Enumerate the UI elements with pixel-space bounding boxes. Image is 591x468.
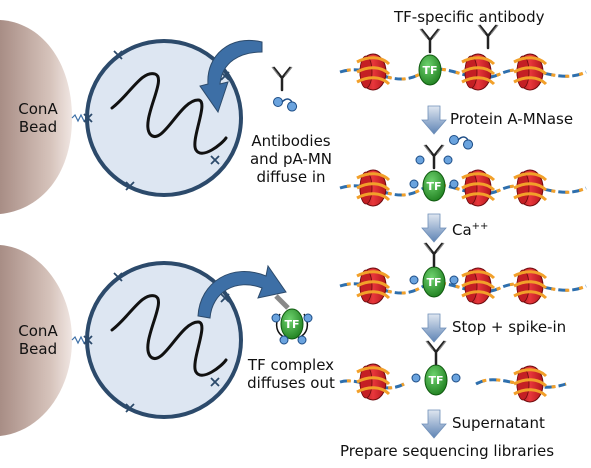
step-arrow-1 — [421, 105, 474, 150]
diffuse-out-line-1: TF complex — [247, 356, 335, 374]
antibody-label: TF-specific antibody — [394, 8, 545, 26]
step-label-2: Ca++ — [452, 221, 489, 239]
step-label-1: Protein A-MNase — [450, 110, 574, 128]
diffuse-out-line-2: diffuses out — [247, 374, 335, 392]
chromatin-bottom — [110, 294, 228, 377]
diffuse-in-line-3: diffuse in — [256, 168, 326, 186]
free-pamn-icon — [272, 96, 298, 112]
svg-text:TF: TF — [422, 64, 437, 77]
svg-text:TF: TF — [428, 374, 443, 387]
diffuse-out-arrow — [197, 264, 287, 319]
row-antibody: TF — [339, 23, 587, 92]
free-antibody-icon — [270, 65, 294, 92]
step-arrow-3 — [421, 313, 447, 343]
step-arrow-4 — [421, 409, 447, 439]
row-pamn: TF — [339, 143, 587, 208]
step-label-4: Supernatant — [452, 414, 545, 432]
released-tf-complex: TF — [271, 294, 313, 345]
bottom-panel: TF — [0, 245, 313, 436]
row-cleave: TF — [339, 241, 587, 306]
final-step-label: Prepare sequencing libraries — [340, 442, 555, 460]
diffuse-in-line-2: and pA-MN — [249, 150, 333, 168]
bead-label-top: ConA Bead — [18, 100, 58, 136]
row-released: TF — [339, 339, 567, 404]
diffuse-in-arrow — [199, 39, 263, 114]
svg-text:TF: TF — [284, 318, 299, 331]
svg-text:TF: TF — [426, 276, 441, 289]
svg-text:TF: TF — [426, 180, 441, 193]
cona-bead-bottom — [0, 245, 72, 436]
cona-bead-top — [0, 20, 72, 214]
chromatin-top — [110, 72, 228, 155]
step-arrow-2 — [421, 213, 447, 243]
workflow-column: TF TF — [339, 23, 587, 439]
diffuse-in-label: Antibodies and pA-MN diffuse in — [236, 132, 346, 186]
top-panel — [0, 20, 298, 214]
diffuse-in-line-1: Antibodies — [251, 132, 331, 150]
step-label-3: Stop + spike-in — [452, 318, 567, 336]
bead-label-bottom: ConA Bead — [18, 322, 58, 358]
diffuse-out-label: TF complex diffuses out — [236, 356, 346, 392]
